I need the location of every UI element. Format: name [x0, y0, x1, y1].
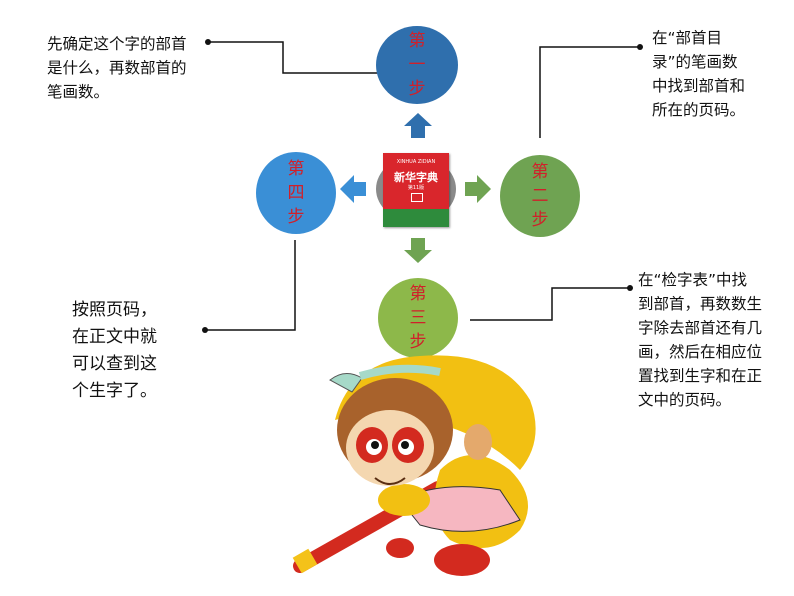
- step-three-char-1: 第: [409, 284, 427, 304]
- book-edition: 第11版: [407, 185, 425, 191]
- step-one-circle: 第 一 步: [376, 26, 458, 104]
- step-one-char-3: 步: [408, 79, 426, 99]
- step-two-char-2: 二: [531, 186, 549, 206]
- step-one-char-1: 第: [408, 31, 426, 51]
- step-four-char-1: 第: [287, 159, 305, 179]
- note-step-one: 先确定这个字的部首 是什么，再数部首的 笔画数。: [47, 35, 187, 101]
- step-two-char-3: 步: [531, 210, 549, 230]
- arrow-up-icon: [404, 113, 432, 138]
- book-emblem: [411, 193, 423, 202]
- step-three-char-2: 三: [409, 308, 427, 328]
- note-step-two: 在“部首目 录”的笔画数 中找到部首和 所在的页码。: [652, 29, 746, 119]
- step-one-char-2: 一: [408, 55, 426, 75]
- step-two-circle: 第 二 步: [500, 155, 580, 237]
- arrow-down-icon: [404, 238, 432, 263]
- book-title: 新华字典: [394, 171, 438, 184]
- dictionary-book-image: XINHUA ZIDIAN 新华字典 第11版: [383, 153, 449, 227]
- book-pinyin: XINHUA ZIDIAN: [396, 159, 436, 165]
- arrow-left-icon: [340, 175, 366, 203]
- step-two-char-1: 第: [531, 162, 549, 182]
- step-four-char-3: 步: [287, 207, 305, 227]
- step-four-circle: 第 四 步: [256, 152, 336, 234]
- step-four-char-2: 四: [287, 183, 305, 203]
- step-three-char-3: 步: [409, 332, 427, 352]
- book-green-band: [383, 209, 449, 227]
- note-step-four: 按照页码， 在正文中就 可以查到这 个生字了。: [72, 300, 157, 401]
- step-three-circle: 第 三 步: [378, 278, 458, 358]
- arrow-right-icon: [465, 175, 491, 203]
- note-step-three: 在“检字表”中找 到部首，再数数生 字除去部首还有几 画，然后在相应位 置找到生…: [638, 271, 763, 409]
